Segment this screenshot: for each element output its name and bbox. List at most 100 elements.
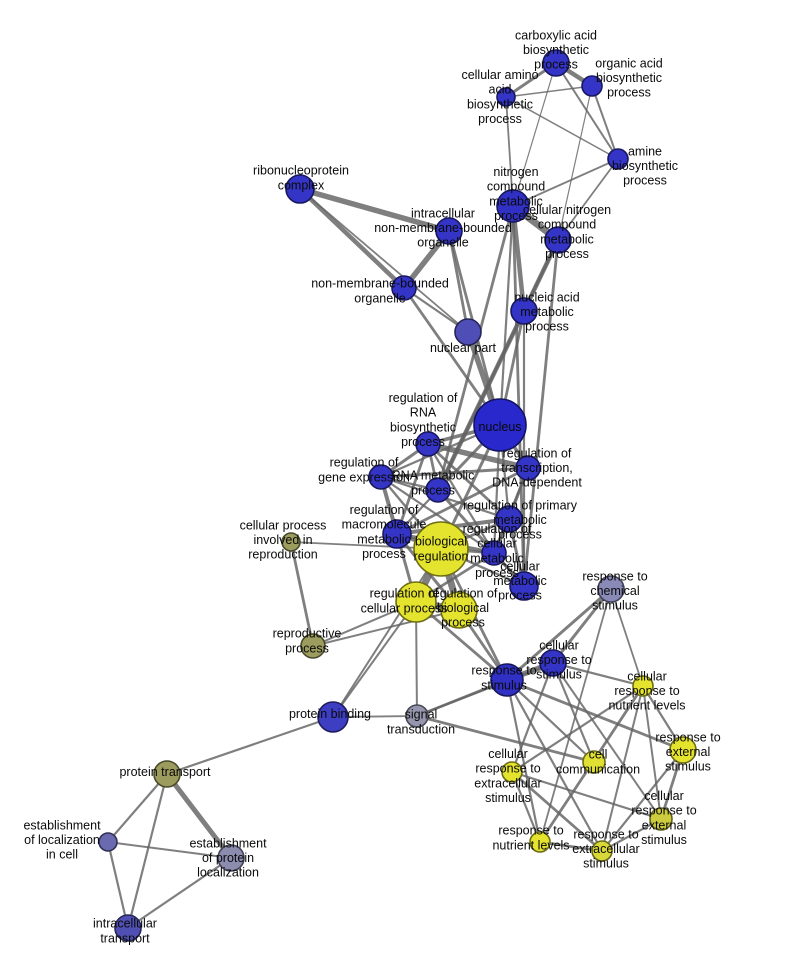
graph-node-organic_acid_biosynthetic_process[interactable] xyxy=(581,75,603,97)
graph-edge xyxy=(402,286,502,427)
graph-node-response_to_extracellular_stimulus[interactable] xyxy=(591,840,613,862)
graph-node-response_to_external_stimulus[interactable] xyxy=(669,736,697,764)
graph-edge xyxy=(510,684,645,774)
graph-node-protein_binding[interactable] xyxy=(317,701,349,733)
graph-edge xyxy=(297,186,452,234)
graph-edge xyxy=(600,748,685,853)
nodes-layer xyxy=(98,49,697,942)
graph-edge xyxy=(297,186,407,291)
graph-node-regulation_of_primary_metabolic_process[interactable] xyxy=(495,505,523,533)
graph-node-regulation_of_transcription_dna_dependent[interactable] xyxy=(515,455,541,481)
graph-node-cellular_metabolic_process[interactable] xyxy=(509,571,539,601)
node-label-protein_binding: protein binding xyxy=(289,707,371,721)
graph-edge xyxy=(510,770,604,853)
graph-node-regulation_of_gene_expression[interactable] xyxy=(368,464,394,490)
graph-edge xyxy=(557,85,593,241)
graph-edge xyxy=(379,475,496,555)
graph-node-rna_metabolic_process[interactable] xyxy=(425,477,451,503)
graph-edge xyxy=(436,204,515,492)
graph-node-establishment_of_protein_localization[interactable] xyxy=(217,844,245,872)
graph-node-regulation_of_cellular_process[interactable] xyxy=(395,581,437,623)
graph-node-carboxylic_acid_biosynthetic_process[interactable] xyxy=(542,49,570,77)
graph-edge xyxy=(498,204,515,427)
graph-node-regulation_of_rna_biosynthetic_process[interactable] xyxy=(415,431,441,457)
graph-edge xyxy=(126,856,233,930)
edges-layer xyxy=(106,60,685,930)
graph-node-ribonucleoprotein_complex[interactable] xyxy=(285,174,315,204)
graph-edge xyxy=(510,661,555,774)
graph-edge xyxy=(510,770,663,821)
graph-edge xyxy=(332,601,417,718)
graph-node-amine_biosynthetic_process[interactable] xyxy=(607,148,629,170)
graph-edge xyxy=(332,548,442,718)
graph-edge xyxy=(642,685,662,820)
graph-node-cellular_response_to_extracellular_stimulus[interactable] xyxy=(501,761,523,783)
graph-edge xyxy=(610,588,644,687)
graph-node-regulation_of_cellular_metabolic_process[interactable] xyxy=(481,540,507,566)
graph-node-intracellular_transport[interactable] xyxy=(114,914,142,942)
graph-node-regulation_of_macromolecule_metabolic_process[interactable] xyxy=(382,519,412,549)
graph-edge xyxy=(505,85,593,98)
graph-edge xyxy=(395,442,430,536)
graph-node-cellular_process_involved_in_reproduction[interactable] xyxy=(281,532,301,552)
graph-edge xyxy=(522,238,560,588)
graph-node-nucleus[interactable] xyxy=(473,398,527,452)
graph-node-cellular_amino_acid_biosynthetic_process[interactable] xyxy=(496,87,516,107)
graph-node-intracellular_non_membrane_bounded_organelle[interactable] xyxy=(435,217,463,245)
graph-edge xyxy=(505,96,514,207)
graph-node-response_to_nutrient_levels[interactable] xyxy=(529,831,551,853)
graph-edge xyxy=(601,685,644,852)
graph-edge xyxy=(510,770,542,844)
graph-edge xyxy=(164,771,234,861)
graph-edge xyxy=(557,158,619,241)
graph-node-cellular_nitrogen_compound_metabolic_process[interactable] xyxy=(544,226,572,254)
graph-edge xyxy=(505,96,619,160)
graph-edge xyxy=(312,609,460,647)
graph-node-cellular_response_to_external_stimulus[interactable] xyxy=(649,807,673,831)
graph-edge xyxy=(379,466,530,479)
graph-edge xyxy=(426,442,511,521)
graph-node-cellular_response_to_stimulus[interactable] xyxy=(539,649,567,677)
graph-edge xyxy=(505,678,685,752)
graph-node-non_membrane_bounded_organelle[interactable] xyxy=(391,275,417,301)
graph-node-nitrogen_compound_metabolic_process[interactable] xyxy=(496,189,530,223)
graph-node-establishment_of_localization_in_cell[interactable] xyxy=(98,832,118,852)
graph-node-cell_communication[interactable] xyxy=(582,750,606,774)
graph-node-reproductive_process[interactable] xyxy=(300,633,326,659)
graph-edge xyxy=(426,442,496,555)
graph-edge xyxy=(505,678,604,853)
graph-node-protein_transport[interactable] xyxy=(153,760,181,788)
graph-node-nucleic_acid_metabolic_process[interactable] xyxy=(510,297,538,325)
graph-node-cellular_response_to_nutrient_levels[interactable] xyxy=(632,675,654,697)
graph-node-response_to_stimulus[interactable] xyxy=(490,663,524,697)
graph-node-signal_transduction[interactable] xyxy=(405,704,429,728)
graph-node-biological_regulation[interactable] xyxy=(413,521,469,577)
graph-node-regulation_of_biological_process[interactable] xyxy=(440,591,478,629)
graph-edge xyxy=(299,188,469,333)
graph-node-nuclear_part[interactable] xyxy=(454,318,482,346)
graph-node-response_to_chemical_stimulus[interactable] xyxy=(597,575,625,603)
graph-edge xyxy=(551,587,613,665)
